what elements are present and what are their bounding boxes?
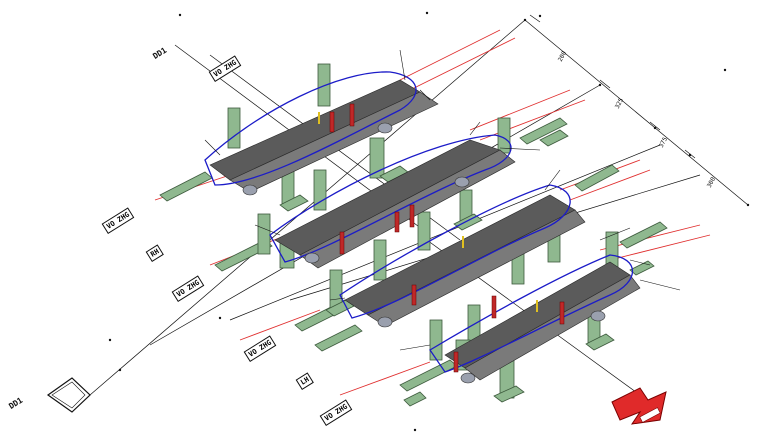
cylinder (242, 184, 258, 196)
fixture-rail (159, 171, 213, 202)
cylinders (242, 122, 606, 384)
clamp-pin (491, 295, 497, 319)
cylinder (454, 176, 470, 188)
fixture-post (373, 239, 387, 281)
reference-marker (318, 112, 320, 124)
callout-leader (499, 147, 541, 151)
cylinder (304, 252, 320, 264)
point-marker (598, 83, 602, 87)
locator-line (569, 169, 651, 201)
reference-marker (536, 300, 538, 312)
panel-outlines (204, 71, 634, 373)
point-marker (108, 338, 112, 342)
locator-line (339, 361, 431, 396)
panel-outline (339, 184, 571, 319)
clamp-pin (409, 204, 415, 228)
arrow-marker-icon (46, 377, 91, 413)
clamp-pin (559, 301, 565, 325)
dimension-line (524, 19, 749, 206)
clamp-pin (339, 231, 345, 255)
fixture-base (493, 385, 525, 403)
callout-leader (204, 139, 221, 156)
guide-line (89, 19, 526, 396)
callout-leader (399, 344, 431, 351)
cylinder (460, 372, 476, 384)
callout-leaders (204, 49, 681, 351)
panel-outline (269, 134, 512, 263)
flow-direction-arrow-icon (611, 387, 667, 425)
point-marker (118, 368, 122, 372)
point-marker (746, 203, 750, 207)
fixture-post (429, 319, 443, 361)
fixture-post (257, 213, 271, 255)
locator-line (609, 234, 711, 261)
locator-line (409, 37, 516, 91)
clamp-pin (349, 103, 355, 127)
point-marker (523, 18, 527, 22)
point-marker (688, 153, 692, 157)
panel-outline (204, 71, 417, 186)
clamp-pin (329, 111, 335, 133)
callout-leader (544, 169, 561, 191)
fixture-base (539, 129, 569, 147)
dimension-tick (529, 14, 541, 23)
fixture-base (279, 194, 309, 212)
cylinder (377, 122, 393, 134)
fixture-rail (574, 164, 620, 192)
fixture-base (453, 213, 483, 231)
locator-line (469, 89, 571, 131)
panel-part (464, 274, 641, 381)
locator-line (479, 99, 586, 141)
point-marker (178, 13, 182, 17)
callout-leader (469, 121, 481, 136)
clamp-pins (329, 103, 565, 373)
dimension-tick (599, 79, 611, 89)
locator-line (239, 309, 321, 341)
point-marker (413, 428, 417, 432)
locator-line (399, 29, 501, 81)
fixture-post (227, 107, 241, 149)
clamp-pin (394, 211, 400, 233)
fixture-rail (314, 324, 363, 352)
point-marker (425, 11, 429, 15)
callout-leader (599, 227, 631, 241)
fixture-rail (519, 117, 568, 145)
cylinder (590, 310, 606, 322)
fixture-rail (619, 221, 668, 249)
reference-markers (318, 112, 538, 312)
callout-leader (399, 49, 406, 81)
point-marker (218, 316, 222, 320)
panel-outline (429, 254, 634, 373)
fixture-base (403, 391, 427, 407)
fixture-bases (279, 129, 655, 407)
reference-marker (462, 236, 464, 248)
point-markers (108, 11, 750, 432)
clamp-pin (453, 351, 459, 373)
callout-leader (639, 279, 681, 291)
point-marker (723, 68, 727, 72)
fixture-base (585, 333, 615, 351)
point-marker (653, 126, 657, 130)
callout-leader (254, 224, 281, 236)
fixture-post (369, 137, 385, 179)
point-marker (538, 14, 542, 18)
callout-leader (629, 259, 651, 266)
fixture-rail (399, 359, 458, 392)
clamp-pin (411, 284, 417, 306)
fixture-post (417, 211, 431, 251)
callout-leader (329, 297, 346, 301)
callout-leader (419, 89, 431, 101)
cylinder (377, 316, 393, 328)
fixture-post (497, 117, 511, 154)
dimension-tick (649, 121, 661, 131)
